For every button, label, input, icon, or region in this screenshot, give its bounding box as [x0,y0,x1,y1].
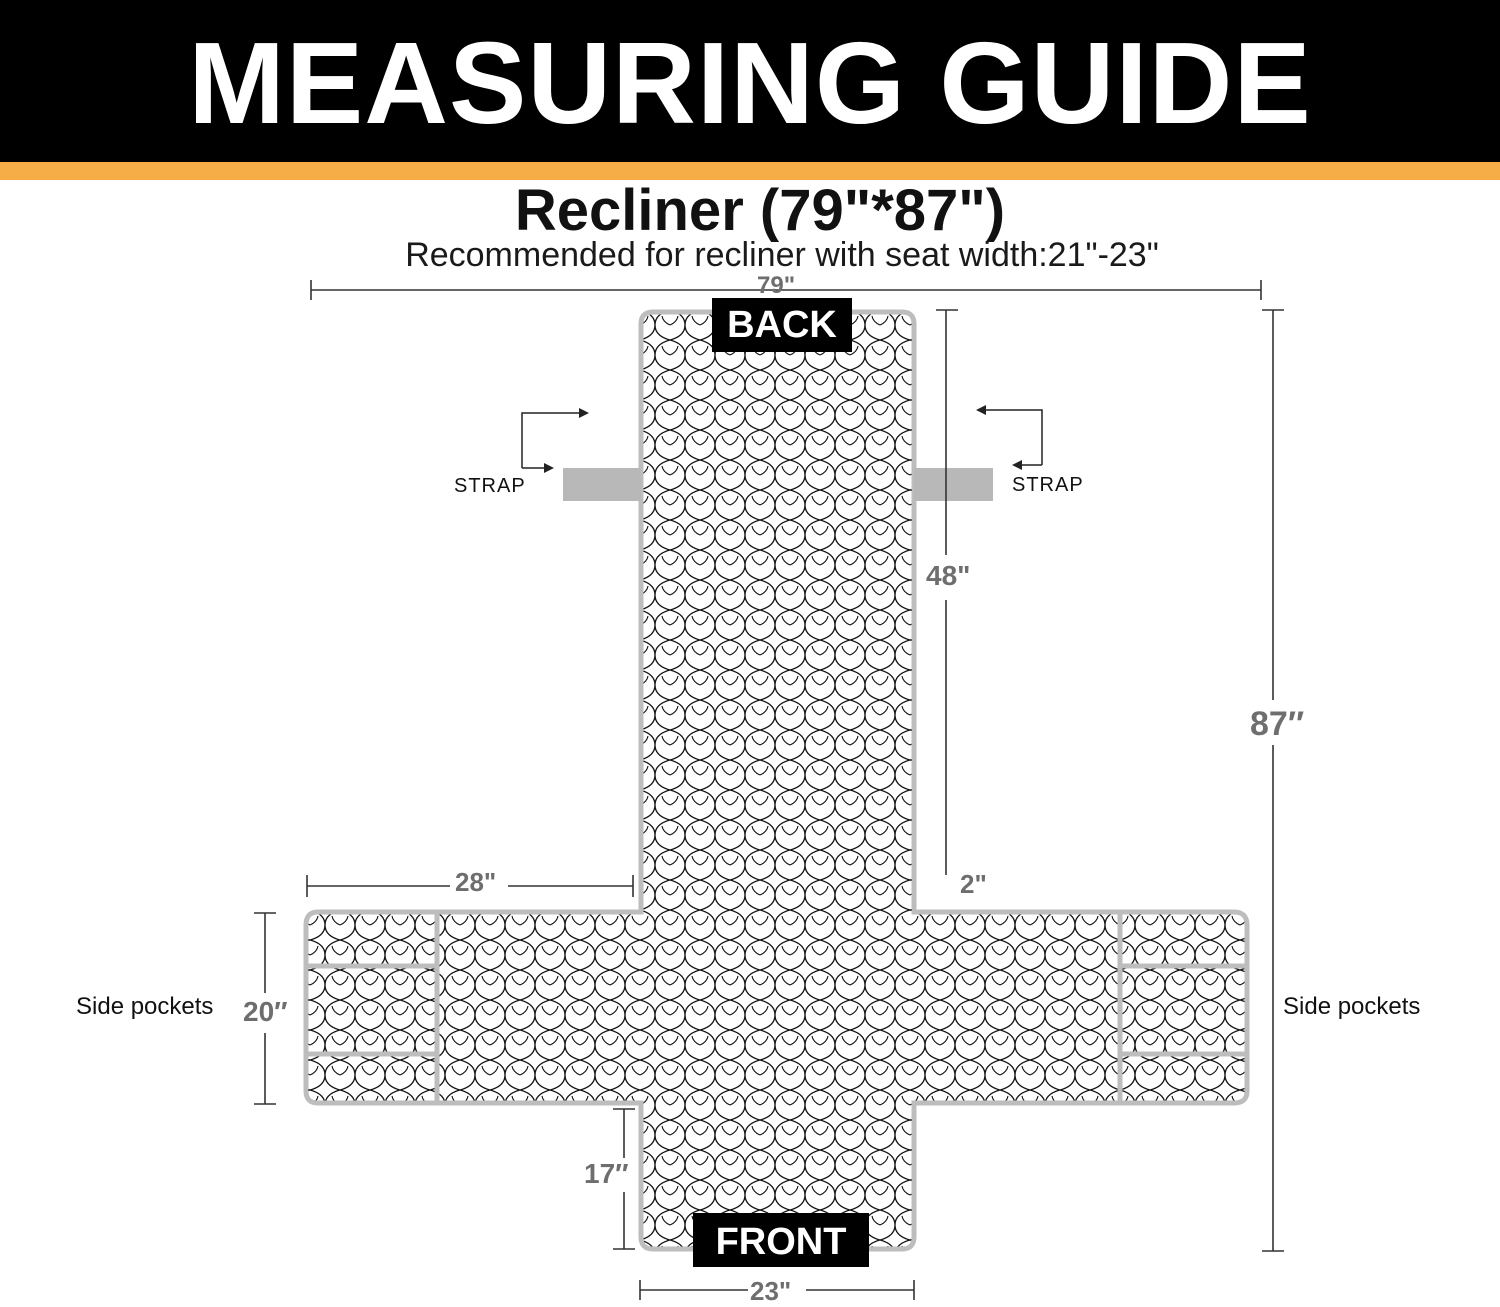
strap-arrow-right [984,409,1043,466]
dim-line-arm-length [306,875,634,897]
dim-front-flap: 17″ [584,1158,629,1189]
dim-arm-length: 28" [455,867,497,897]
header-accent-stripe [0,162,1500,180]
strap-arrow-left [521,412,582,469]
header-title: MEASURING GUIDE [188,18,1312,148]
header-bar [0,0,1500,162]
dim-total-height: 87″ [1250,705,1305,743]
side-pockets-label-left: Side pockets [76,993,214,1020]
dim-arm-height: 20″ [243,996,288,1027]
dim-line-arm-height [254,912,276,1105]
quilt-pattern [306,312,1247,1249]
dim-line-front-width [639,1280,915,1300]
dim-line-total-width [310,280,1262,300]
cover-outline [303,309,1250,1252]
dim-line-back-length [936,309,958,875]
pocket-seams [306,912,1247,1103]
dim-line-total-height [1262,309,1284,1252]
back-tag: BACK [712,298,852,352]
strap-right [914,468,993,501]
product-title: Recliner (79"*87") [514,178,1006,243]
strap-label-right: STRAP [1012,474,1084,496]
product-subtitle: Recommended for recliner with seat width… [405,236,1159,274]
dim-front-width: 23" [750,1276,792,1306]
side-pockets-label-right: Side pockets [1283,993,1421,1020]
dim-total-width: 79" [757,272,796,299]
dim-back-length: 48" [926,560,971,591]
strap-label-left: STRAP [454,475,526,497]
front-tag: FRONT [693,1213,869,1267]
dim-line-front-flap [613,1108,635,1250]
dim-gap: 2" [960,869,987,899]
strap-left [563,468,641,501]
